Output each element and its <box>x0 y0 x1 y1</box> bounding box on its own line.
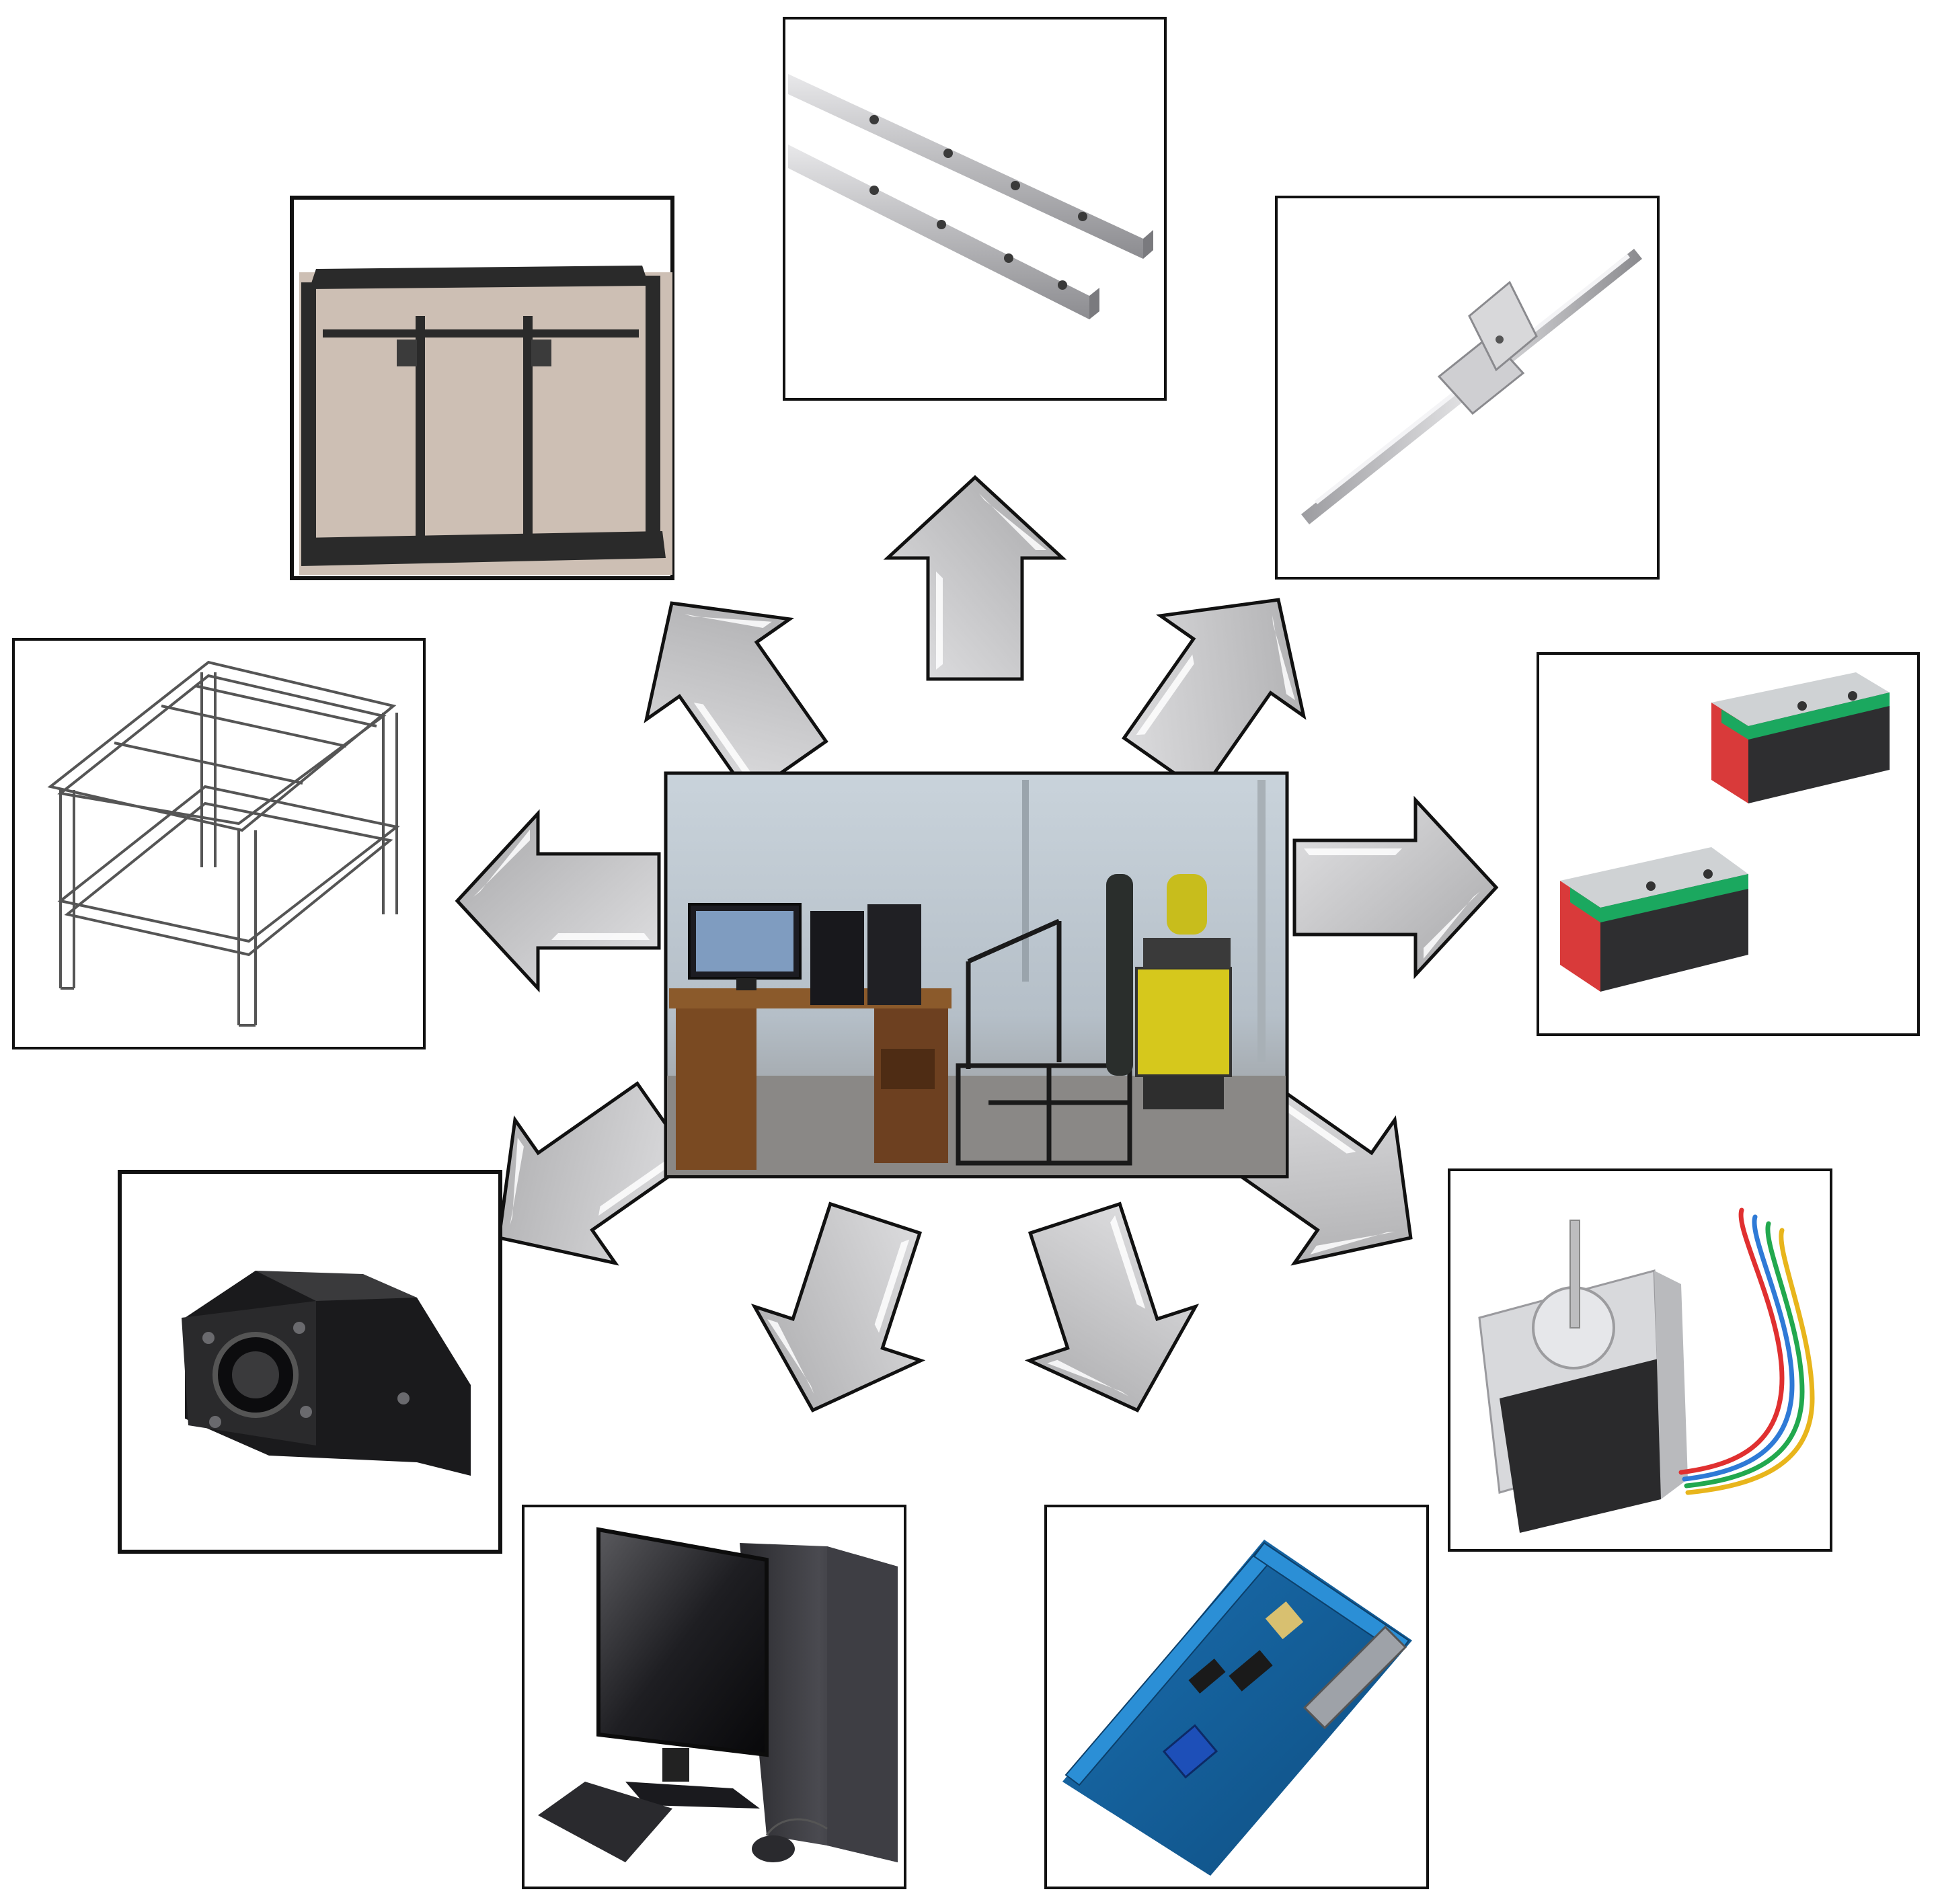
arrow-to-breakout-board-highlight-tip <box>1047 1359 1129 1396</box>
desktop-computer <box>522 1505 906 1889</box>
stepper-motor <box>1448 1168 1832 1552</box>
arrow-to-ball-screw-support-bearing-highlight <box>598 1156 679 1216</box>
arrow-to-ball-screw-support-bearing-highlight-tip <box>510 1138 524 1226</box>
arrow-to-frame-line-drawing-highlight <box>551 933 650 940</box>
ball-screw-support-bearing <box>118 1170 502 1554</box>
arrow-to-frame-assembled-photo-highlight <box>693 703 753 783</box>
arrow-to-breakout-board-body <box>1024 1201 1200 1413</box>
arrow-to-ball-screw-support-bearing-body <box>497 1081 694 1266</box>
arrow-to-linear-carriage-blocks-highlight <box>1304 848 1402 855</box>
ball-screw <box>1275 196 1660 580</box>
arrow-to-desktop-computer-body <box>750 1201 926 1413</box>
arrow-to-frame-assembled-photo-body <box>644 601 828 798</box>
arrow-to-breakout-board-highlight <box>1110 1215 1146 1309</box>
arrow-to-linear-guide-rails-highlight <box>936 571 943 670</box>
breakout-board <box>1044 1505 1429 1889</box>
arrow-to-linear-guide-rails-body <box>883 475 1067 681</box>
linear-guide-rails <box>783 17 1167 401</box>
arrow-to-linear-carriage-blocks-body <box>1292 795 1499 980</box>
arrow-to-ball-screw-highlight <box>1136 654 1194 736</box>
arrow-to-linear-guide-rails <box>883 475 1067 681</box>
arrow-to-linear-carriage-blocks <box>1292 795 1499 980</box>
arrow-to-frame-assembled-photo <box>644 601 828 798</box>
arrow-to-stepper-motor-highlight <box>1275 1095 1356 1154</box>
frame-assembled-photo <box>290 196 674 580</box>
center-system-photo <box>664 771 1289 1179</box>
frame-line-drawing <box>12 638 426 1049</box>
arrow-to-frame-assembled-photo-highlight-tip <box>684 614 772 628</box>
linear-carriage-blocks <box>1537 652 1920 1036</box>
arrow-to-desktop-computer-highlight <box>874 1239 910 1333</box>
arrow-to-breakout-board <box>1024 1201 1200 1413</box>
arrow-to-ball-screw-support-bearing <box>497 1081 694 1266</box>
arrow-to-frame-line-drawing-body <box>455 809 661 993</box>
arrow-to-desktop-computer <box>750 1201 926 1413</box>
arrow-to-frame-line-drawing <box>455 809 661 993</box>
